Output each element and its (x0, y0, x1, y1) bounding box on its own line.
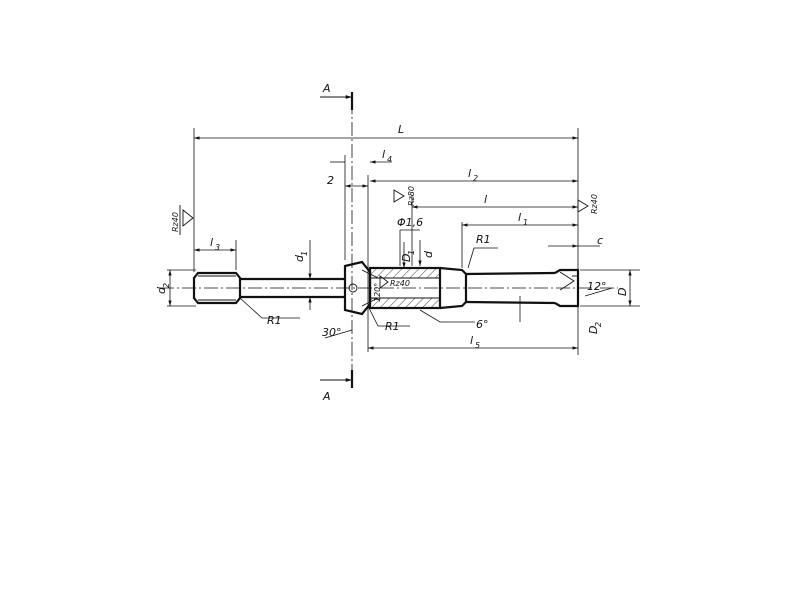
roughness-bore-label: Rz40 (390, 279, 410, 288)
roughness-rz80-label: Rz80 (407, 186, 416, 206)
roughness-symbol-bore: Rz40 (379, 275, 410, 289)
label-R1-mid: R1 (476, 233, 491, 246)
label-c: c (597, 234, 603, 247)
label-d1-sub: 1 (300, 251, 309, 256)
label-l4-sub: 4 (387, 155, 392, 164)
label-D1-sub: 1 (407, 250, 416, 255)
label-L: L (398, 123, 404, 136)
label-phi: Φ1,6 (397, 216, 423, 229)
label-l3: l (210, 236, 213, 249)
dimension-labels: L l 4 2 l 2 l l 1 l 3 d 1 d 2 D 1 d Φ1,6… (155, 123, 629, 350)
label-d1: d (293, 254, 306, 262)
roughness-right-label: Rz40 (590, 194, 599, 214)
label-angle-30: 30° (322, 326, 342, 339)
label-l2-sub: 2 (473, 174, 478, 183)
label-D1: D (400, 254, 413, 262)
label-l: l (484, 193, 487, 206)
section-mark-bottom: A (322, 390, 331, 403)
label-R1-left: R1 (267, 314, 282, 327)
label-l1-sub: 1 (523, 218, 528, 227)
label-l3-sub: 3 (215, 243, 220, 252)
label-l5: l (470, 334, 473, 347)
leader-lines (239, 247, 613, 339)
label-l5-sub: 5 (475, 341, 480, 350)
roughness-symbol-left: Rz40 (171, 205, 194, 235)
label-d2: d (155, 286, 168, 294)
label-angle-6: 6° (476, 318, 489, 331)
label-l2: l (468, 167, 471, 180)
label-l4: l (382, 148, 385, 161)
label-d2-sub: 2 (162, 283, 171, 288)
label-angle-12: 12° (587, 280, 607, 293)
extension-lines (167, 128, 640, 355)
section-mark-top: A (322, 82, 331, 95)
section-line-a: A A (320, 82, 354, 403)
label-R1-hub: R1 (385, 320, 400, 333)
label-2: 2 (327, 174, 334, 187)
roughness-symbol-right: Rz40 (577, 194, 599, 214)
label-D2-sub: 2 (594, 322, 603, 327)
label-d: d (422, 250, 435, 258)
roughness-symbol-rz80: Rz80 (393, 186, 416, 206)
dimension-lines (168, 136, 632, 350)
label-D2: D (587, 326, 600, 334)
label-D: D (616, 288, 629, 296)
label-l1: l (518, 211, 521, 224)
roughness-left-label: Rz40 (171, 212, 180, 232)
label-angle-120: 120° (373, 283, 382, 302)
